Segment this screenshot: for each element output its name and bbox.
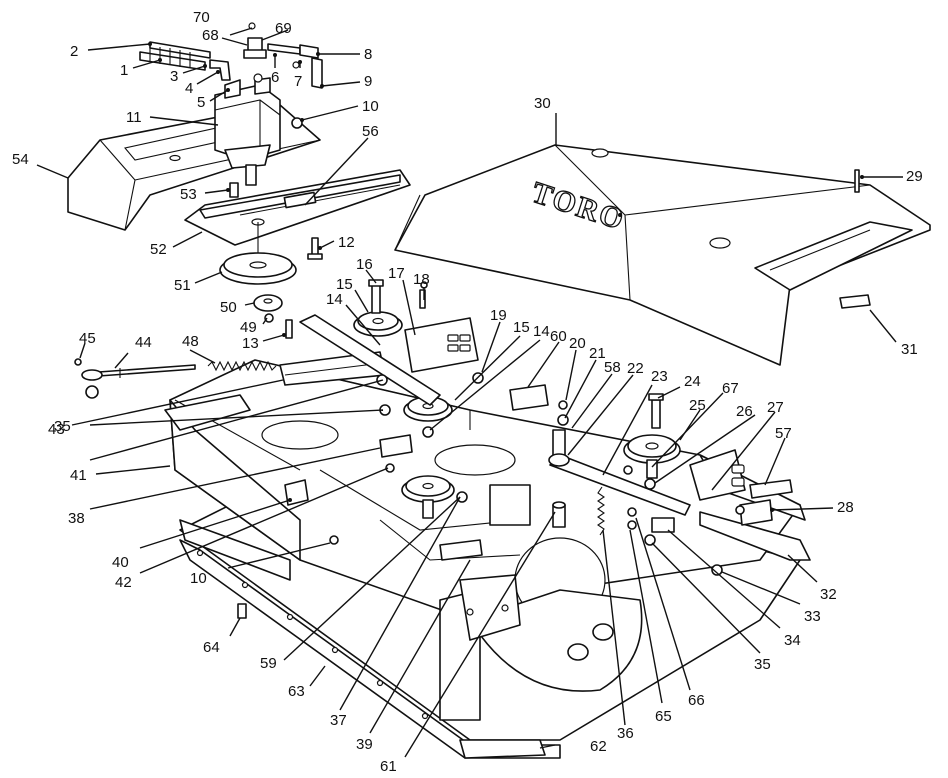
callout-label: 4 [185, 80, 193, 97]
callout-label: 29 [906, 168, 923, 185]
callout-label: 25 [689, 397, 706, 414]
callout-label: 41 [70, 467, 87, 484]
callout-label: 10 [362, 98, 379, 115]
callout-label: 9 [364, 73, 372, 90]
callout-label: 37 [330, 712, 347, 729]
callout-label: 68 [202, 27, 219, 44]
callout-label: 12 [338, 234, 355, 251]
callout-label: 64 [203, 639, 220, 656]
callout-label: 1 [120, 62, 128, 79]
callout-label: 43 [48, 421, 65, 438]
gearbox-assembly [139, 22, 323, 186]
callout-label: 63 [288, 683, 305, 700]
callout-labels: 1 2 3 4 5 6 7 8 9 10 11 12 13 14 15 16 1… [12, 9, 923, 775]
deck-cover: TORO [394, 144, 931, 366]
leader-lines [36, 27, 903, 758]
callout-label: 48 [182, 333, 199, 350]
callout-label: 53 [180, 186, 197, 203]
callout-label: 14 [326, 291, 343, 308]
callout-label: 65 [655, 708, 672, 725]
callout-label: 54 [12, 151, 29, 168]
callout-label: 57 [775, 425, 792, 442]
callout-label: 49 [240, 319, 257, 336]
callout-label: 20 [569, 335, 586, 352]
callout-label: 35 [54, 418, 71, 435]
pulleys [219, 252, 681, 519]
callout-label: 67 [722, 380, 739, 397]
callout-label: 34 [784, 632, 801, 649]
callout-label: 45 [79, 330, 96, 347]
callout-label: 7 [294, 73, 302, 90]
callout-label: 56 [362, 123, 379, 140]
deck-housing [164, 359, 806, 741]
callout-label: 50 [220, 299, 237, 316]
callout-label: 18 [413, 271, 430, 288]
callout-label: 60 [550, 328, 567, 345]
callout-label: 14 [533, 323, 550, 340]
callout-label: 22 [627, 360, 644, 377]
callout-label: 15 [513, 319, 530, 336]
callout-label: 26 [736, 403, 753, 420]
callout-label: 28 [837, 499, 854, 516]
callout-label: 27 [767, 399, 784, 416]
idler-arms [81, 294, 871, 561]
callout-label: 33 [804, 608, 821, 625]
callout-label: 15 [336, 276, 353, 293]
callout-label: 3 [170, 68, 178, 85]
callout-label: 23 [651, 368, 668, 385]
callout-label: 10 [190, 570, 207, 587]
callout-label: 39 [356, 736, 373, 753]
callout-label: 66 [688, 692, 705, 709]
callout-label: 31 [901, 341, 918, 358]
callout-label: 70 [193, 9, 210, 26]
callout-label: 30 [534, 95, 551, 112]
callout-label: 58 [604, 359, 621, 376]
callout-label: 38 [68, 510, 85, 527]
callout-label: 32 [820, 586, 837, 603]
callout-label: 21 [589, 345, 606, 362]
callout-label: 6 [271, 69, 279, 86]
callout-label: 24 [684, 373, 701, 390]
callout-label: 5 [197, 94, 205, 111]
callout-label: 40 [112, 554, 129, 571]
callout-label: 13 [242, 335, 259, 352]
callout-label: 8 [364, 46, 372, 63]
callout-label: 42 [115, 574, 132, 591]
callout-label: 19 [490, 307, 507, 324]
mounting-plate [184, 169, 411, 258]
callout-label: 61 [380, 758, 397, 775]
callout-label: 69 [275, 20, 292, 37]
callout-label: 35 [754, 656, 771, 673]
callout-label: 62 [590, 738, 607, 755]
callout-label: 52 [150, 241, 167, 258]
callout-label: 51 [174, 277, 191, 294]
callout-label: 44 [135, 334, 152, 351]
callout-label: 36 [617, 725, 634, 742]
callout-label: 17 [388, 265, 405, 282]
callout-label: 59 [260, 655, 277, 672]
bumper-strip [179, 539, 561, 759]
callout-label: 11 [126, 109, 142, 126]
callout-label: 16 [356, 256, 373, 273]
callout-label: 2 [70, 43, 78, 60]
